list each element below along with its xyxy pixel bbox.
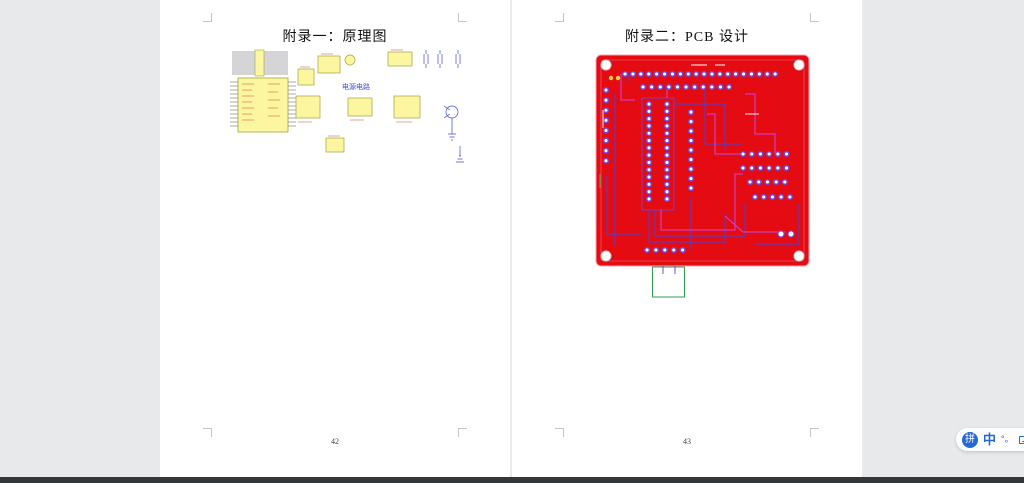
mounting-holes — [600, 59, 805, 262]
crop-mark — [810, 428, 819, 437]
taskbar-edge — [0, 477, 1024, 483]
header-strip — [254, 49, 265, 77]
component-blocks — [295, 51, 421, 153]
label-marks — [298, 49, 412, 137]
buzzer-component — [344, 54, 356, 66]
crop-mark — [458, 13, 467, 22]
crop-mark — [555, 13, 564, 22]
ime-punctuation-icon[interactable]: °。 — [1001, 434, 1014, 444]
traces-magenta — [620, 74, 785, 233]
ime-language-indicator[interactable]: 中 — [983, 432, 997, 447]
page-title-appendix-1: 附录一：原理图 — [282, 30, 388, 45]
crop-mark — [555, 428, 564, 437]
crop-mark — [458, 428, 467, 437]
pcb-silkscreen-outline — [600, 59, 805, 262]
page-appendix-1: 附录一：原理图 — [160, 0, 510, 477]
discrete-components — [423, 50, 464, 163]
power-circuit-label: 电源电路 — [342, 82, 370, 91]
ime-toolbar[interactable]: 拼 中 °。 — [956, 428, 1024, 451]
traces-blue — [606, 74, 800, 250]
crop-mark — [203, 13, 212, 22]
silkscreen-marks — [602, 64, 759, 128]
page-appendix-2: 附录二：PCB 设计 — [512, 0, 862, 477]
page-number: 42 — [331, 437, 339, 446]
crop-mark — [810, 13, 819, 22]
connector-outline — [652, 266, 685, 298]
page-title-appendix-2: 附录二：PCB 设计 — [625, 30, 749, 45]
schematic-figure[interactable]: 电源电路 — [228, 46, 468, 164]
crop-mark — [203, 428, 212, 437]
ime-logo-icon[interactable]: 拼 — [962, 431, 978, 448]
pcb-figure[interactable] — [595, 54, 810, 300]
dip-socket-outline — [641, 97, 675, 211]
ime-keyboard-icon[interactable] — [1018, 435, 1024, 444]
page-number: 43 — [683, 437, 691, 446]
mcu-block — [230, 77, 296, 133]
special-pads — [608, 75, 795, 238]
